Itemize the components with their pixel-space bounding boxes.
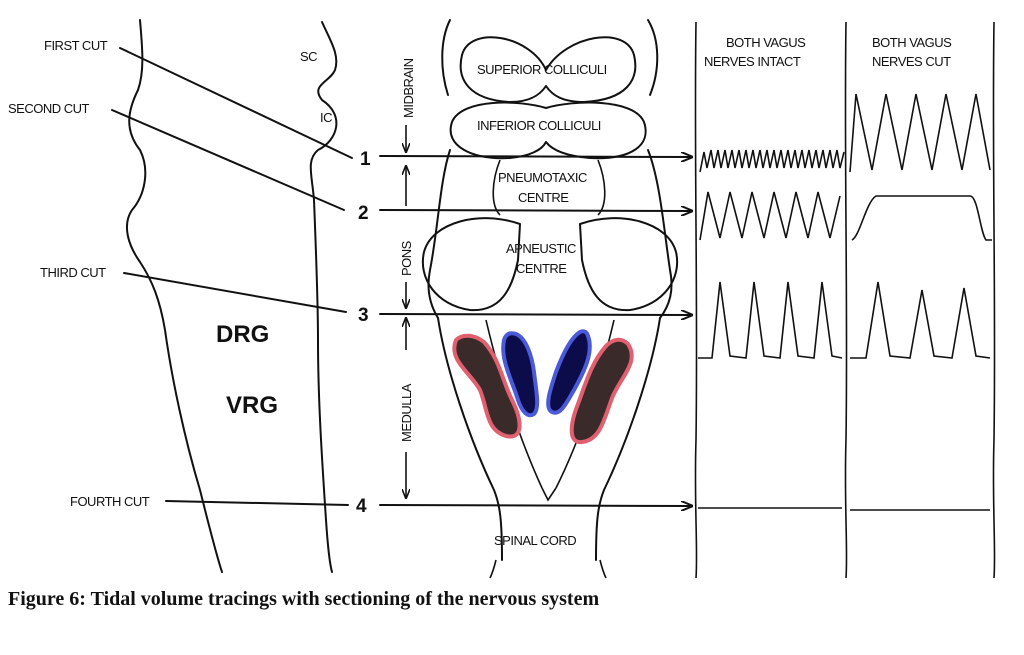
medulla-label: MEDULLA (399, 383, 414, 442)
trace-2-cut (851, 195, 992, 241)
cut-column-header-line1: BOTH VAGUS (872, 35, 952, 50)
apneustic-left-lobe (421, 217, 521, 312)
level-1-arrow (379, 156, 692, 157)
lateral-brainstem-outline (125, 19, 338, 573)
first-cut-line (119, 47, 353, 159)
figure-caption: Figure 6: Tidal volume tracings with sec… (8, 588, 600, 610)
sc-label: SC (300, 49, 317, 64)
first-cut-label: FIRST CUT (44, 38, 108, 53)
pons-label: PONS (399, 240, 414, 276)
pneumotaxic-label-line2: CENTRE (518, 190, 569, 205)
trace-3-intact (698, 281, 843, 359)
level-3-number: 3 (358, 305, 369, 326)
level-4-arrow (379, 505, 692, 506)
trace-1-cut (849, 93, 991, 173)
dorsal-brainstem (421, 19, 679, 579)
tidal-volume-tracings (698, 93, 992, 511)
ic-label: IC (320, 110, 332, 125)
third-cut-line (123, 272, 347, 313)
intact-column-header-line2: NERVES INTACT (704, 54, 801, 69)
trace-2-intact (699, 191, 841, 241)
inferior-colliculi-shape (449, 101, 647, 160)
fourth-cut-line (165, 500, 349, 506)
right-red-nucleus (569, 337, 634, 445)
drg-label: DRG (216, 321, 269, 348)
level-4-number: 4 (356, 496, 367, 517)
midbrain-label: MIDBRAIN (401, 58, 416, 118)
level-2-arrow (379, 210, 692, 211)
intact-column-header-line1: BOTH VAGUS (726, 35, 806, 50)
cut-column-header-line2: NERVES CUT (872, 54, 951, 69)
apneustic-label-line1: APNEUSTIC (506, 241, 576, 256)
vrg-label: VRG (226, 392, 278, 419)
pneumotaxic-label-line1: PNEUMOTAXIC (498, 170, 587, 185)
cut-lines (111, 47, 353, 506)
level-arrows (379, 156, 692, 506)
trace-3-cut (850, 281, 991, 359)
fourth-cut-label: FOURTH CUT (70, 494, 150, 509)
apneustic-right-lobe (579, 217, 679, 312)
superior-colliculi-shape (459, 36, 637, 103)
right-blue-nucleus (546, 329, 592, 415)
inferior-colliculi-label: INFERIOR COLLICULI (477, 118, 601, 133)
tracing-columns (694, 21, 996, 579)
level-1-number: 1 (360, 149, 371, 170)
level-3-arrow (379, 314, 692, 315)
superior-colliculi-label: SUPERIOR COLLICULI (477, 62, 607, 77)
medullary-nuclei (452, 329, 634, 445)
second-cut-line (111, 109, 345, 211)
spinal-cord-label: SPINAL CORD (494, 533, 576, 548)
third-cut-label: THIRD CUT (40, 265, 106, 280)
apneustic-label-line2: CENTRE (516, 261, 567, 276)
trace-1-intact (699, 149, 845, 173)
left-blue-nucleus (501, 331, 540, 418)
left-red-nucleus (452, 333, 522, 439)
level-2-number: 2 (358, 203, 369, 224)
second-cut-label: SECOND CUT (8, 101, 90, 116)
